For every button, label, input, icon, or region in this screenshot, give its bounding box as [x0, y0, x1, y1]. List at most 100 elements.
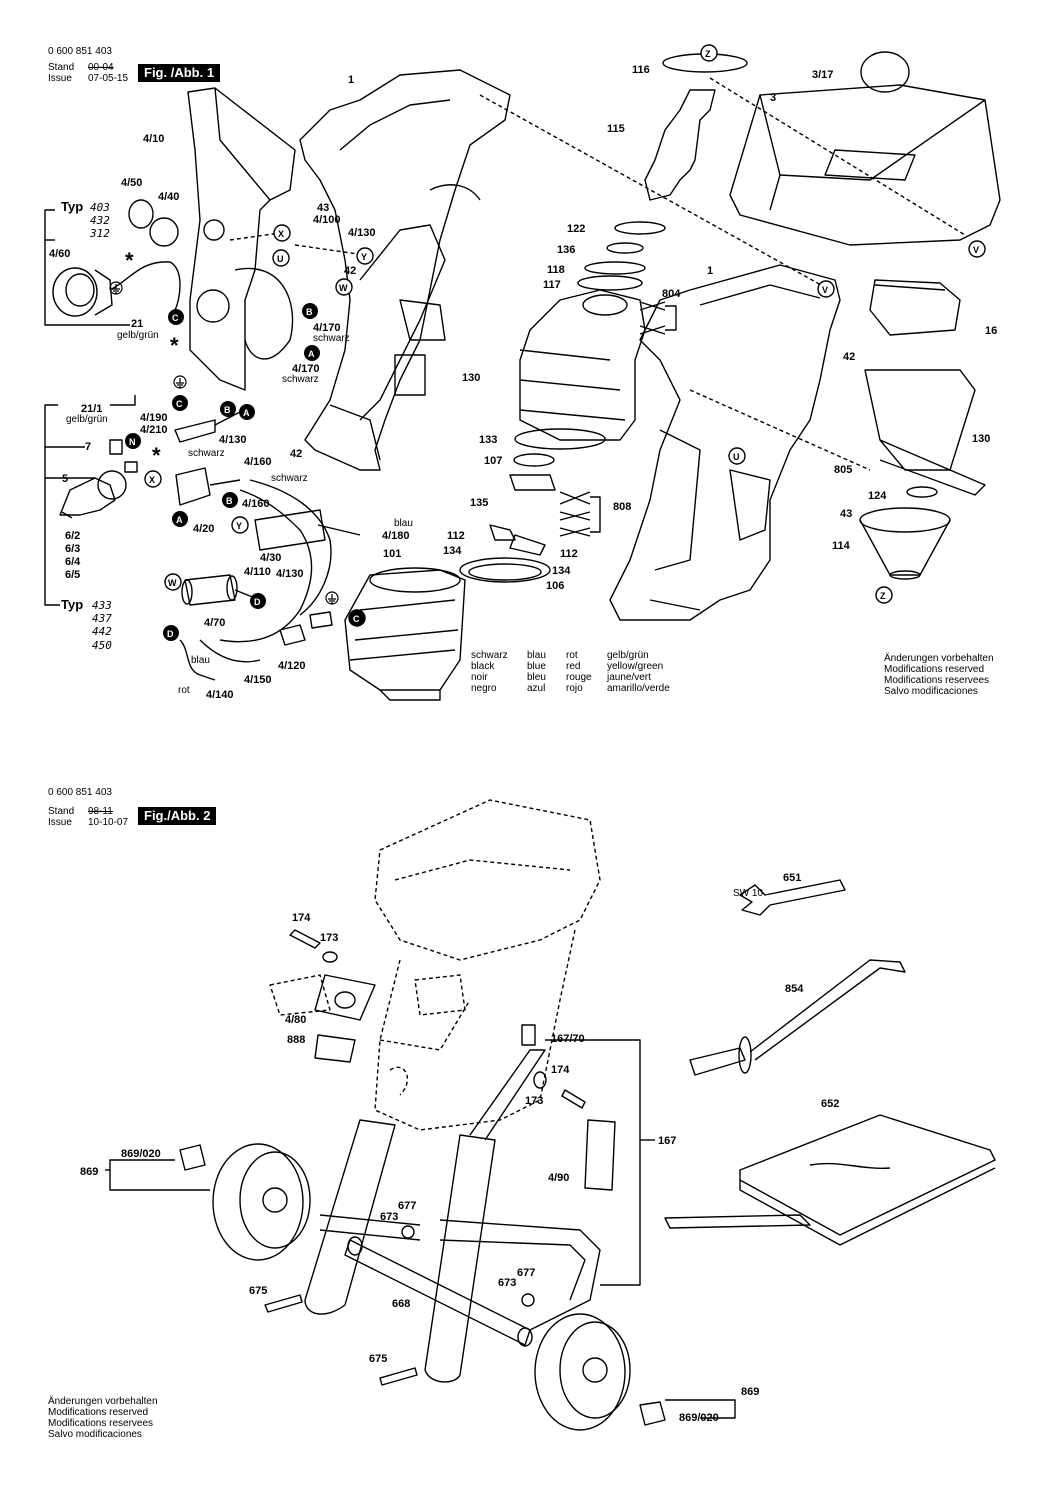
callout-4-40: 4/40	[158, 191, 180, 203]
plug-4-120	[279, 624, 306, 646]
callout-4-10: 4/10	[143, 133, 165, 145]
callout-854: 854	[785, 983, 804, 995]
modifications-note: Änderungen vorbehalten Modifications res…	[884, 653, 994, 697]
callout-668: 668	[392, 1298, 411, 1310]
legend-de: gelb/grün	[607, 650, 649, 661]
callout-112: 112	[560, 548, 578, 560]
funnel-114	[859, 507, 951, 580]
chipper-outline	[269, 799, 601, 1131]
label-4-90	[584, 1119, 616, 1191]
marker-n-label: N	[129, 437, 136, 447]
wire-color-label: schwarz	[188, 448, 225, 459]
callout-4-130: 4/130	[276, 568, 304, 580]
callout-675: 675	[249, 1285, 268, 1297]
callout-122: 122	[567, 223, 586, 235]
callout-805: 805	[834, 464, 853, 476]
type-bracket-top	[44, 209, 130, 326]
marker-a-label: A	[308, 349, 315, 359]
typ-value: 432	[90, 214, 110, 227]
callout-4-170: 4/170	[313, 322, 341, 334]
handle-854	[689, 959, 906, 1076]
callout-888: 888	[287, 1034, 306, 1046]
marker-b-label: B	[224, 405, 231, 415]
marker-d-label: D	[254, 597, 261, 607]
callout-4-70: 4/70	[204, 617, 226, 629]
stand-date: 00-04	[88, 62, 114, 73]
callout-4-150: 4/150	[244, 674, 272, 686]
marker-w	[335, 278, 353, 296]
marker-c-label: C	[176, 399, 183, 409]
marker-y-label: Y	[236, 521, 242, 531]
typ-value: 450	[92, 639, 112, 652]
legend-fr: rouge	[566, 672, 592, 683]
axle-668	[344, 1239, 531, 1346]
ring-106	[459, 557, 551, 583]
marker-w-label: W	[168, 578, 177, 588]
wire-color-legend: schwarz black noir negro blau blue bleu …	[471, 650, 701, 700]
callout-4-180: 4/180	[382, 530, 410, 542]
typ-value: 442	[92, 625, 112, 638]
callout-42: 42	[290, 448, 303, 460]
marker-z-label: Z	[705, 49, 711, 59]
motor-101	[344, 567, 466, 701]
manual-652	[664, 1114, 996, 1246]
marker-x-label: X	[278, 229, 284, 239]
typ-value: 433	[92, 599, 112, 612]
marker-u	[728, 447, 746, 465]
gasket-133	[514, 428, 606, 450]
legend-de: blau	[527, 650, 546, 661]
callout-4-140: 4/140	[206, 689, 234, 701]
callout-6-4: 6/4	[65, 556, 81, 568]
figure-title-fig2: Fig./Abb. 2	[138, 807, 217, 825]
issue-label: Issue	[48, 73, 72, 84]
marker-c-label: C	[353, 614, 360, 624]
switch-cover	[187, 87, 296, 391]
callout-4-160: 4/160	[242, 498, 270, 510]
figure-title: Fig. /Abb. 1	[138, 64, 221, 82]
typ-value: 437	[92, 612, 112, 625]
marker-y	[231, 516, 249, 534]
legend-de: rot	[566, 650, 578, 661]
callout-173: 173	[525, 1095, 544, 1107]
callout-1: 1	[348, 74, 355, 86]
marker-z-label: Z	[880, 591, 886, 601]
callout-118: 118	[547, 264, 565, 276]
legend-es: azul	[527, 683, 546, 694]
callout-124: 124	[868, 490, 887, 502]
part-number-fig2: 0 600 851 403	[48, 787, 112, 798]
legend-en: black	[471, 661, 495, 672]
callout-136: 136	[557, 244, 576, 256]
marker-a-label: A	[243, 408, 250, 418]
callout-4-110: 4/110	[244, 566, 271, 578]
callout-112: 112	[447, 530, 465, 542]
callout-42: 42	[344, 265, 357, 277]
stand-date-fig2: 98-11	[88, 806, 113, 817]
issue-date-fig2: 10-10-07	[88, 817, 129, 828]
asterisk-marker: *	[170, 333, 179, 358]
socket-4-60	[52, 261, 181, 317]
typ-label-top: Typ	[61, 199, 84, 214]
capacitor-assembly	[59, 470, 127, 519]
marker-x-label: X	[149, 475, 155, 485]
callout-21: 21	[131, 318, 144, 330]
wheel-left	[212, 1143, 311, 1261]
callout-7: 7	[85, 441, 92, 453]
callout-651: 651	[783, 872, 802, 884]
marker-u-label: U	[733, 452, 740, 462]
marker-u	[272, 249, 290, 267]
callout-42: 42	[843, 351, 856, 363]
marker-z	[875, 586, 893, 604]
legend-fr: bleu	[527, 672, 546, 683]
callout-677: 677	[398, 1200, 417, 1212]
callout-3-17: 3/17	[812, 69, 834, 81]
wire-color-label: schwarz	[282, 374, 319, 385]
callout-3: 3	[770, 92, 777, 104]
callout-4-80: 4/80	[285, 1014, 307, 1026]
callout-673: 673	[380, 1211, 399, 1223]
callout-117: 117	[543, 279, 561, 291]
callout-134: 134	[552, 565, 571, 577]
callout-804: 804	[662, 288, 681, 300]
marker-x	[144, 470, 162, 488]
callout-677: 677	[517, 1267, 536, 1279]
